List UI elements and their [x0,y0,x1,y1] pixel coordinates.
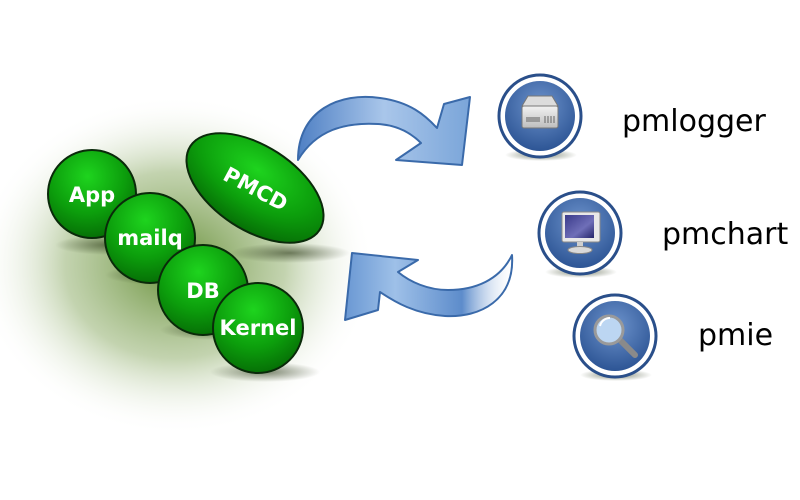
agent-kernel[interactable]: Kernel [212,282,304,374]
agent-db-label: DB [186,279,219,303]
agent-kernel-label: Kernel [220,316,297,340]
arrow-to-tools [297,96,471,166]
tool-pmie[interactable]: pmie [572,293,773,381]
tool-pmchart[interactable]: pmchart [537,190,788,278]
tool-pmie-label: pmie [698,318,773,353]
pmcd-node[interactable]: PMCD [168,111,343,265]
tool-pmchart-label: pmchart [662,217,788,252]
hard-drive-icon [521,95,559,129]
tool-pmlogger[interactable]: pmlogger [497,73,766,161]
monitor-icon [561,211,601,254]
agent-mailq-label: mailq [117,226,182,250]
magnifier-icon [593,314,638,358]
tool-pmlogger-label: pmlogger [622,104,766,139]
agent-app-label: App [69,183,115,207]
arrow-to-pmcd [344,252,514,321]
